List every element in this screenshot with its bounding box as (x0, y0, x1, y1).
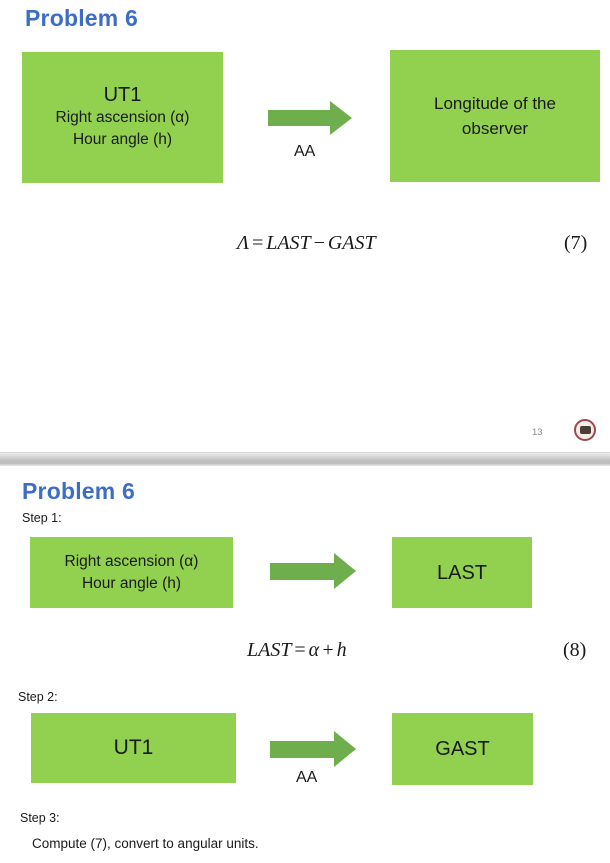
arrow-label: AA (294, 143, 316, 160)
flow-box-step2-output: GAST (392, 713, 533, 785)
equation-number: (7) (564, 232, 588, 254)
box-line: Longitude of the observer (434, 93, 556, 139)
box-label: LAST (436, 561, 488, 584)
flow-arrow-icon (268, 101, 352, 135)
flow-box-step2-input: UT1 (31, 713, 236, 783)
slide-top: Problem 6 UT1 Right ascension (α) Hour a… (22, 5, 600, 441)
box-line: Right ascension (α) (64, 552, 199, 570)
box-line: Hour angle (h) (81, 574, 182, 592)
seal-core (579, 426, 591, 434)
arrow-head (334, 731, 356, 767)
box-line: Right ascension (α) (55, 109, 190, 127)
university-seal-logo (574, 419, 596, 441)
flow-box-inputs: UT1 Right ascension (α) Hour angle (h) (22, 52, 223, 183)
equation-formula: Λ = LAST − GAST (237, 232, 376, 254)
step2-label: Step 2: (18, 690, 58, 704)
equation-formula: LAST = α + h (247, 639, 347, 661)
arrow-head (334, 553, 356, 589)
flow-box-step1-output: LAST (392, 537, 532, 608)
page-number: 13 (532, 427, 543, 438)
flow-box-step1-inputs: Right ascension (α) Hour angle (h) (30, 537, 233, 608)
arrow-body (268, 110, 330, 126)
arrow-head (330, 101, 352, 135)
step3-text: Compute (7), convert to angular units. (32, 836, 259, 851)
slide-bottom: Problem 6 Step 1: Right ascension (α) Ho… (0, 466, 610, 863)
box-line: Hour angle (h) (72, 131, 173, 148)
arrow-body (270, 740, 334, 758)
step1-label: Step 1: (22, 511, 62, 525)
slide-title: Problem 6 (22, 478, 136, 504)
flow-arrow-icon (270, 553, 356, 589)
arrow-label: AA (296, 769, 318, 786)
box-heading: UT1 (103, 84, 142, 107)
step3-label: Step 3: (20, 811, 60, 825)
box-label: UT1 (113, 736, 154, 760)
flow-box-output: Longitude of the observer (390, 50, 600, 182)
flow-arrow-icon (270, 731, 356, 767)
box-label: GAST (435, 738, 490, 760)
slide-title: Problem 6 (25, 5, 139, 31)
page-separator (0, 452, 610, 466)
arrow-body (270, 562, 334, 580)
equation-number: (8) (563, 639, 587, 661)
